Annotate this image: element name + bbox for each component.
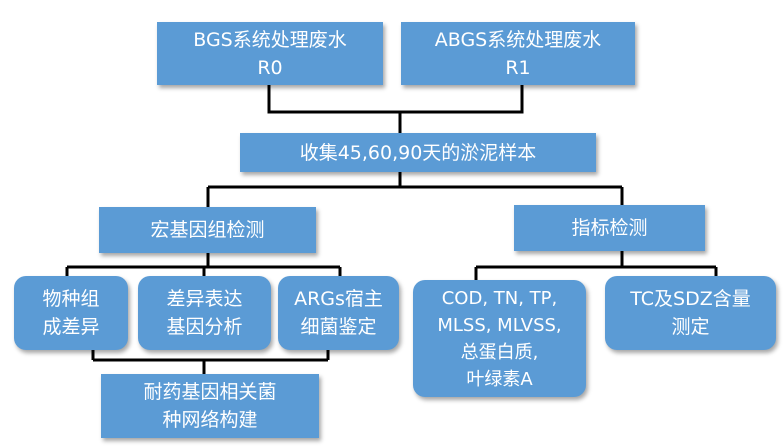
node-bgs-r0: BGS系统处理废水 R0: [157, 22, 383, 85]
connector-r0-r1-to-sampling: [267, 85, 524, 114]
node-indicators: 指标检测: [514, 205, 705, 251]
node-sludge-sampling: 收集45,60,90天的淤泥样本: [240, 133, 596, 172]
node-args-host: ARGs宿主 细菌鉴定: [278, 276, 399, 350]
node-tc-sdz: TC及SDZ含量 测定: [605, 276, 776, 350]
node-metagenome: 宏基因组检测: [99, 207, 316, 253]
node-species-composition: 物种组 成差异: [14, 276, 128, 350]
node-diff-expression: 差异表达 基因分析: [138, 276, 271, 350]
node-abgs-r1: ABGS系统处理废水 R1: [401, 22, 635, 85]
node-water-quality-indicators: COD, TN, TP, MLSS, MLVSS, 总蛋白质, 叶绿素A: [413, 280, 586, 397]
node-resistance-network: 耐药基因相关菌 种网络构建: [101, 374, 319, 438]
